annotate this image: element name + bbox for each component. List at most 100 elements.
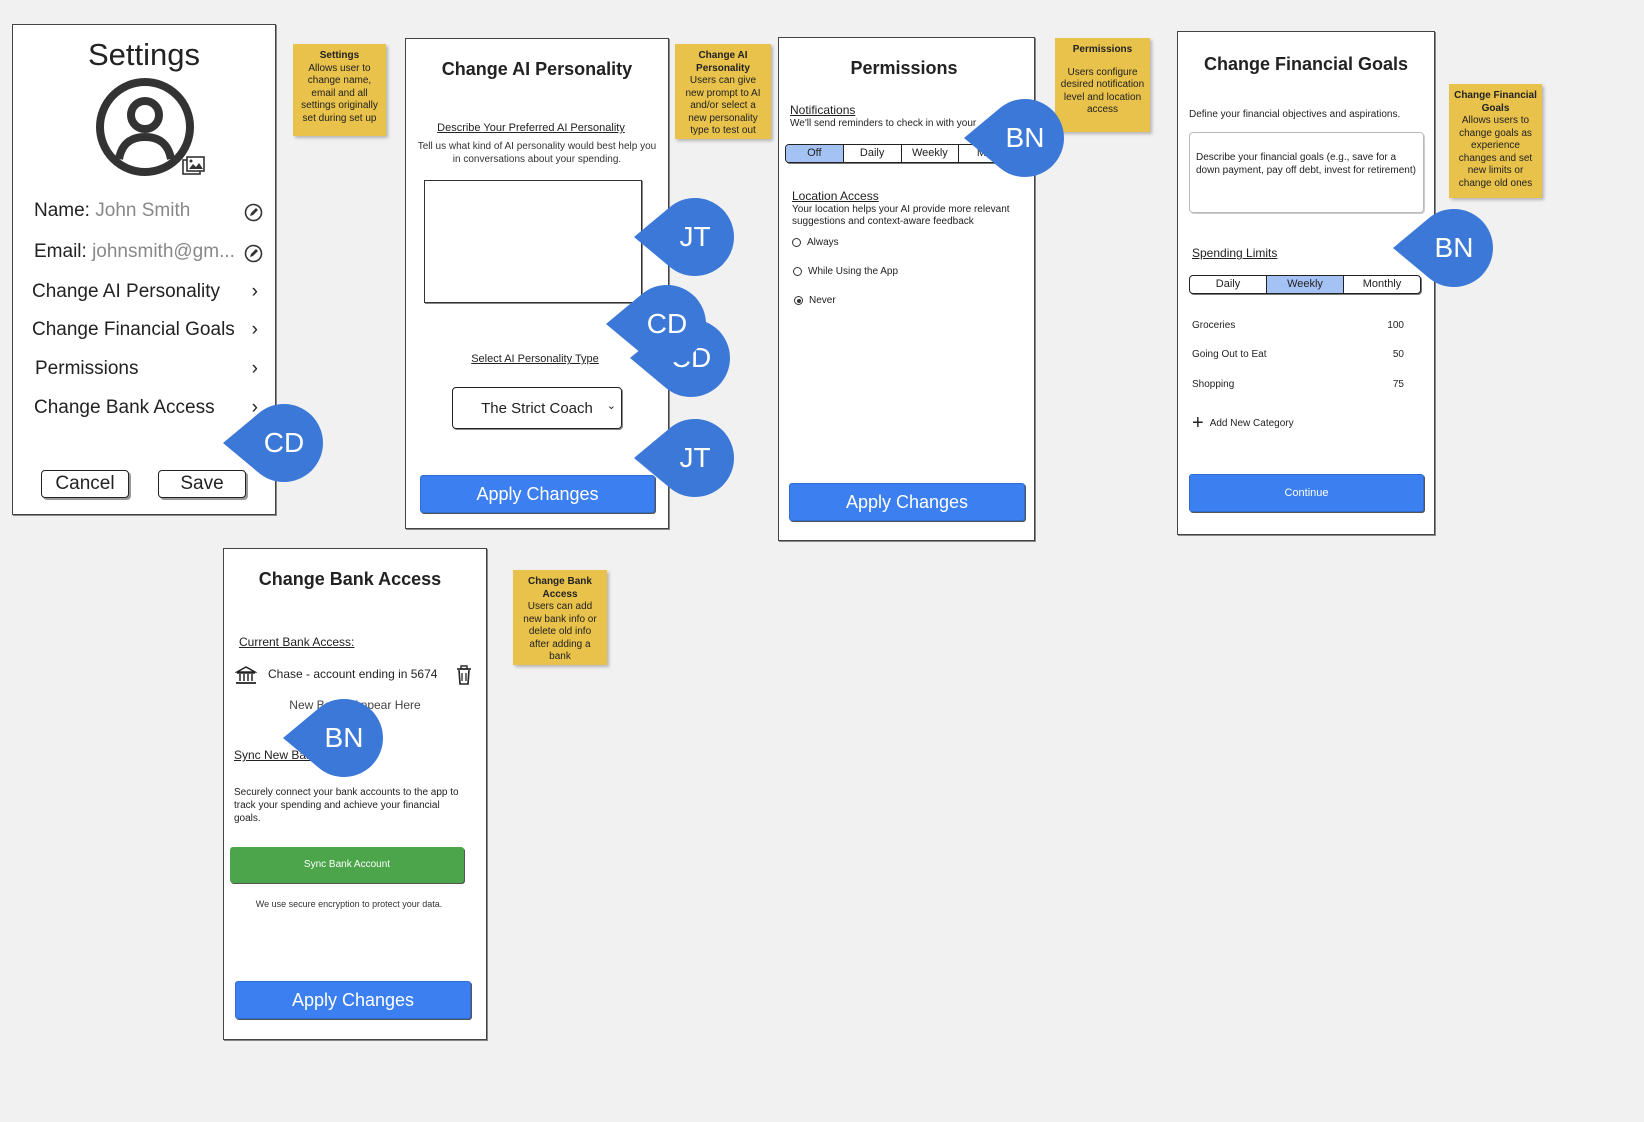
bank-icon: [234, 664, 258, 686]
menu-permissions[interactable]: Permissions ›: [35, 358, 258, 380]
apply-changes-button[interactable]: Apply Changes: [420, 475, 655, 513]
pin-initials: JT: [679, 442, 711, 473]
menu-change-bank-access[interactable]: Change Bank Access ›: [34, 397, 258, 419]
select-label: Select AI Personality Type: [471, 353, 599, 365]
comment-pin[interactable]: BN: [1393, 209, 1493, 287]
add-category-button[interactable]: + Add New Category: [1192, 412, 1294, 434]
chevron-right-icon: ›: [251, 281, 258, 302]
comment-pin[interactable]: BN: [283, 699, 383, 777]
change-ai-personality-screen: Change AI Personality Describe Your Pref…: [405, 38, 669, 529]
page-title: Change Bank Access: [258, 569, 442, 589]
radio-button[interactable]: [793, 267, 802, 276]
category-row[interactable]: Shopping 75: [1192, 379, 1404, 390]
select-value: The Strict Coach: [481, 399, 593, 417]
period-option-daily[interactable]: Daily: [1190, 276, 1267, 293]
pin-initials: CD: [263, 427, 305, 458]
note-title: Change Bank Access: [528, 576, 592, 600]
personality-type-select[interactable]: The Strict Coach ⌄: [452, 387, 622, 429]
notif-option-off[interactable]: Off: [786, 145, 844, 162]
location-help: Your location helps your AI provide more…: [792, 204, 1010, 227]
current-bank-label: Current Bank Access:: [239, 635, 355, 649]
chevron-right-icon: ›: [251, 358, 258, 379]
note-body: Users can give new prompt to AI and/or s…: [685, 75, 761, 136]
menu-label: Permissions: [35, 358, 139, 379]
name-row: Name: John Smith: [34, 200, 190, 222]
chevron-down-icon: ⌄: [606, 400, 616, 412]
plus-icon: +: [1192, 412, 1204, 434]
pin-initials: CD: [646, 308, 688, 339]
menu-change-financial-goals[interactable]: Change Financial Goals›: [32, 319, 258, 341]
encryption-note: We use secure encryption to protect your…: [255, 899, 443, 909]
apply-changes-button[interactable]: Apply Changes: [789, 483, 1025, 521]
apply-changes-button[interactable]: Apply Changes: [235, 981, 471, 1019]
sync-bank-account-button[interactable]: Sync Bank Account: [230, 847, 464, 883]
location-label: Location Access: [792, 189, 879, 203]
describe-label: Describe Your Preferred AI Personality: [437, 122, 625, 134]
goals-textarea[interactable]: Describe your financial goals (e.g., sav…: [1189, 132, 1424, 213]
menu-label: Change Bank Access: [34, 397, 215, 418]
sticky-note-permissions: Permissions Users configure desired noti…: [1055, 38, 1150, 132]
save-button[interactable]: Save: [158, 470, 246, 498]
avatar[interactable]: [93, 75, 197, 179]
pin-initials: BN: [1434, 232, 1474, 263]
email-row: Email: johnsmith@gm...: [34, 241, 235, 263]
describe-help: Tell us what kind of AI personality woul…: [417, 141, 657, 165]
continue-button[interactable]: Continue: [1189, 474, 1424, 512]
note-title: Change Financial Goals: [1454, 90, 1537, 114]
note-body: Users can add new bank info or delete ol…: [523, 601, 597, 662]
category-amount[interactable]: 75: [1392, 379, 1404, 390]
comment-pin[interactable]: JT: [634, 198, 734, 276]
radio-button[interactable]: [794, 296, 803, 305]
trash-icon[interactable]: [455, 664, 473, 686]
image-upload-icon[interactable]: [181, 155, 207, 177]
comment-pin[interactable]: CD: [606, 285, 706, 363]
menu-label: Change AI Personality: [32, 281, 221, 302]
category-amount[interactable]: 100: [1387, 320, 1404, 331]
notif-option-weekly[interactable]: Weekly: [902, 145, 960, 162]
sticky-note-financial-goals: Change Financial Goals Allows users to c…: [1449, 84, 1542, 198]
location-option-while-using[interactable]: While Using the App: [793, 266, 898, 277]
settings-screen: Settings Name: John Smith Email: johnsmi…: [12, 24, 276, 515]
category-name: Groceries: [1192, 320, 1236, 331]
sticky-note-ai-personality: Change AI Personality Users can give new…: [675, 44, 771, 139]
radio-button[interactable]: [792, 238, 801, 247]
note-title: Change AI Personality: [696, 50, 750, 74]
bank-account-item: Chase - account ending in 5674: [268, 667, 438, 681]
sticky-note-settings: Settings Allows user to change name, ema…: [293, 44, 386, 136]
category-name: Shopping: [1192, 379, 1235, 390]
comment-pin[interactable]: BN: [964, 99, 1064, 177]
spending-limits-label: Spending Limits: [1192, 246, 1278, 260]
chevron-right-icon: ›: [251, 397, 258, 418]
note-body: Allows users to change goals as experien…: [1458, 115, 1533, 189]
page-title: Change Financial Goals: [1203, 54, 1409, 74]
radio-label: While Using the App: [808, 266, 899, 277]
note-title: Permissions: [1072, 44, 1133, 55]
comment-pin[interactable]: JT: [634, 419, 734, 497]
add-category-label: Add New Category: [1209, 417, 1294, 429]
pin-initials: BN: [1005, 122, 1045, 153]
period-toggle[interactable]: Daily Weekly Monthly: [1189, 275, 1421, 294]
notif-option-daily[interactable]: Daily: [844, 145, 902, 162]
page-title: Settings: [87, 37, 200, 72]
edit-email-icon[interactable]: [244, 244, 263, 263]
sticky-note-bank-access: Change Bank Access Users can add new ban…: [513, 570, 607, 665]
notification-frequency-toggle[interactable]: Off Daily Weekly Mon: [785, 144, 1017, 163]
period-option-weekly[interactable]: Weekly: [1267, 276, 1344, 293]
pin-initials: BN: [324, 722, 364, 753]
edit-name-icon[interactable]: [244, 203, 263, 222]
email-label: Email:: [34, 241, 87, 262]
menu-change-ai-personality[interactable]: Change AI Personality ›: [32, 281, 258, 303]
location-option-never[interactable]: Never: [794, 295, 836, 306]
category-amount[interactable]: 50: [1392, 349, 1404, 360]
note-body: Users configure desired notification lev…: [1060, 66, 1145, 116]
notifications-label: Notifications: [790, 103, 856, 117]
category-row[interactable]: Groceries 100: [1192, 320, 1404, 331]
sync-help-text: Securely connect your bank accounts to t…: [234, 787, 459, 824]
goals-placeholder: Describe your financial goals (e.g., sav…: [1196, 152, 1416, 176]
note-body: Allows user to change name, email and al…: [301, 62, 378, 124]
cancel-button[interactable]: Cancel: [41, 470, 129, 498]
comment-pin[interactable]: CD: [223, 404, 323, 482]
location-option-always[interactable]: Always: [792, 237, 839, 248]
period-option-monthly[interactable]: Monthly: [1362, 278, 1402, 290]
